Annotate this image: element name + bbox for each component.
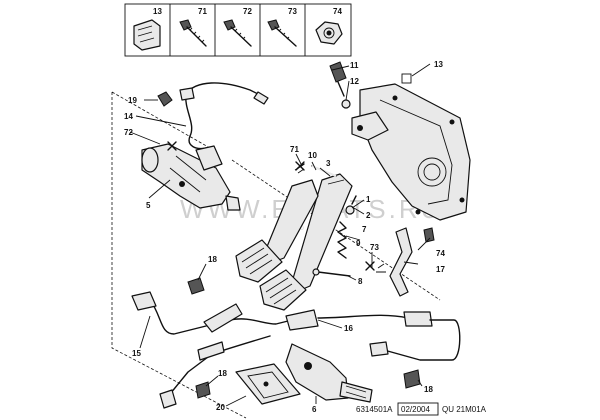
slave-cylinder	[285, 343, 373, 403]
clip-icon	[133, 19, 161, 51]
callout-17: 17	[436, 265, 445, 274]
callout-18-upper: 18	[208, 255, 217, 264]
nut-icon	[315, 21, 343, 45]
parts-header: 13 71 72 73 74	[124, 3, 352, 57]
hydraulic-hose	[131, 291, 461, 361]
dust-cover	[235, 363, 301, 405]
callout-13: 13	[434, 60, 443, 69]
clip-18a	[187, 277, 205, 295]
callout-1: 1	[366, 195, 371, 204]
header-ref-73: 73	[288, 7, 297, 16]
bolt-icon	[179, 19, 207, 47]
callout-11: 11	[350, 61, 359, 70]
callout-2: 2	[366, 211, 371, 220]
pedal-pad-clutch	[235, 239, 283, 283]
callout-14: 14	[124, 112, 133, 121]
callout-numbers: 11 12 13 19 14 72 5 71 10 3 1 2 7 9 73 7…	[124, 60, 445, 414]
pedal-pad-brake	[259, 269, 307, 311]
callout-8: 8	[358, 277, 363, 286]
header-ref-13: 13	[153, 7, 162, 16]
callout-3: 3	[326, 159, 331, 168]
header-ref-72: 72	[243, 7, 252, 16]
callout-6: 6	[312, 405, 317, 414]
leader-lines	[129, 63, 431, 407]
footer-code: 6314501A	[356, 405, 393, 414]
header-ref-71: 71	[198, 7, 207, 16]
footer: 6314501A 02/2004 QU 21M01A	[356, 402, 487, 416]
callout-73: 73	[370, 243, 379, 252]
bolt-icon	[223, 19, 252, 47]
pedal-switch	[329, 61, 351, 109]
callout-16: 16	[344, 324, 353, 333]
footer-date: 02/2004	[401, 405, 430, 414]
callout-5: 5	[146, 201, 151, 210]
pedal-bracket	[351, 83, 471, 221]
callout-12: 12	[350, 77, 359, 86]
pipe-to-slave	[159, 335, 271, 409]
tightening-marks	[167, 141, 375, 271]
callout-20: 20	[216, 403, 225, 412]
header-ref-74: 74	[333, 7, 342, 16]
callout-19: 19	[128, 96, 137, 105]
clutch-master-cylinder	[141, 143, 241, 211]
footer-model: QU 21M01A	[442, 405, 487, 414]
callout-10: 10	[308, 151, 317, 160]
callout-9: 9	[356, 239, 361, 248]
pushrod	[312, 268, 351, 277]
sensor-harness	[157, 82, 269, 150]
callout-18-lower-right: 18	[424, 385, 433, 394]
bolt-icon	[267, 19, 297, 47]
callout-15: 15	[132, 349, 141, 358]
bracket-clip	[423, 227, 435, 243]
clip-18c	[403, 369, 421, 389]
callout-18-lower-left: 18	[218, 369, 227, 378]
callout-72: 72	[124, 128, 133, 137]
callout-71: 71	[290, 145, 299, 154]
callout-7: 7	[362, 225, 367, 234]
support-bracket	[376, 227, 413, 297]
callout-74: 74	[436, 249, 445, 258]
